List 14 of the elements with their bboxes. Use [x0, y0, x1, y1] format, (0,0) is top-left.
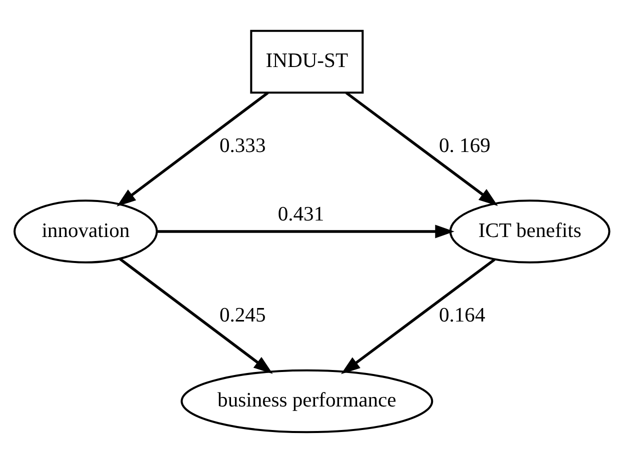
node-ellipse: ICT benefits — [449, 199, 610, 263]
edge-label: 0.245 — [219, 304, 266, 326]
arrow — [156, 224, 454, 238]
node-box: INDU-ST — [250, 29, 364, 94]
node-ellipse: innovation — [14, 199, 158, 263]
arrow — [345, 91, 498, 206]
node-ellipse: business performance — [180, 368, 434, 433]
edge-label: 0.164 — [438, 304, 486, 326]
arrow — [340, 258, 496, 374]
edge-label: 0. 169 — [438, 134, 490, 156]
edge-label: 0.431 — [278, 203, 324, 226]
edge-label: 0.333 — [219, 134, 266, 156]
arrow — [116, 91, 269, 206]
arrow — [118, 257, 273, 374]
